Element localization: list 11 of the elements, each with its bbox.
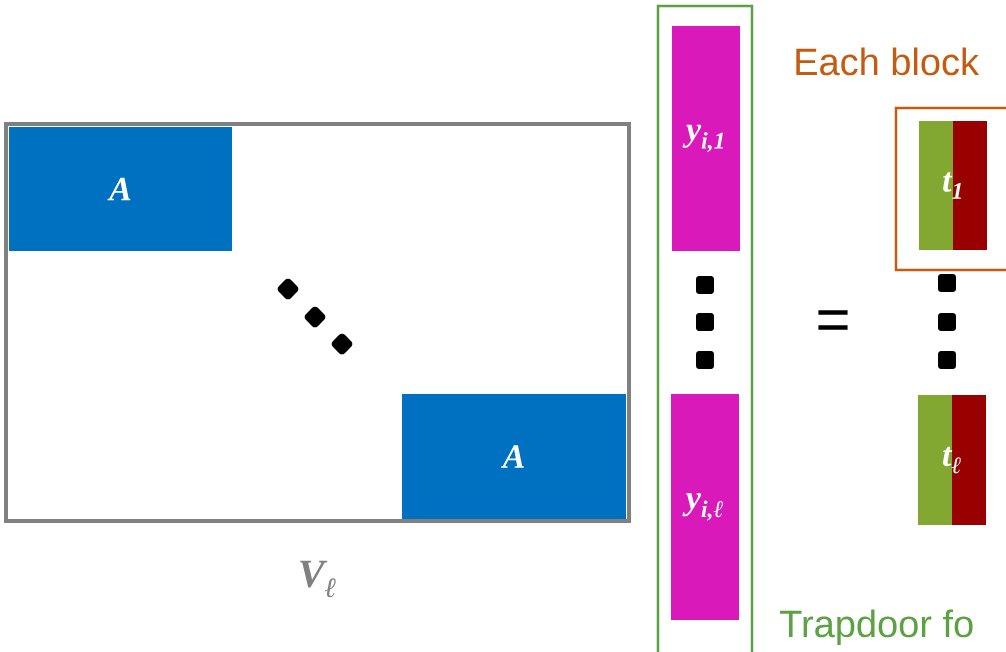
caption: Trapdoor fo [780, 609, 973, 645]
equals-sign: = [818, 310, 848, 330]
highlight-box [894, 106, 1006, 272]
vector-block: y$_{i,ℓ}$ [671, 394, 739, 620]
matrix-label: V$_{ℓ}$ [300, 560, 336, 598]
vector-block: y$_{i,1}$ [672, 26, 740, 251]
matrix-block: A [9, 127, 232, 251]
matrix-block: A [402, 394, 626, 519]
column-box [656, 4, 754, 652]
group-heading: Each block [796, 47, 980, 76]
matrix-box [4, 122, 631, 523]
